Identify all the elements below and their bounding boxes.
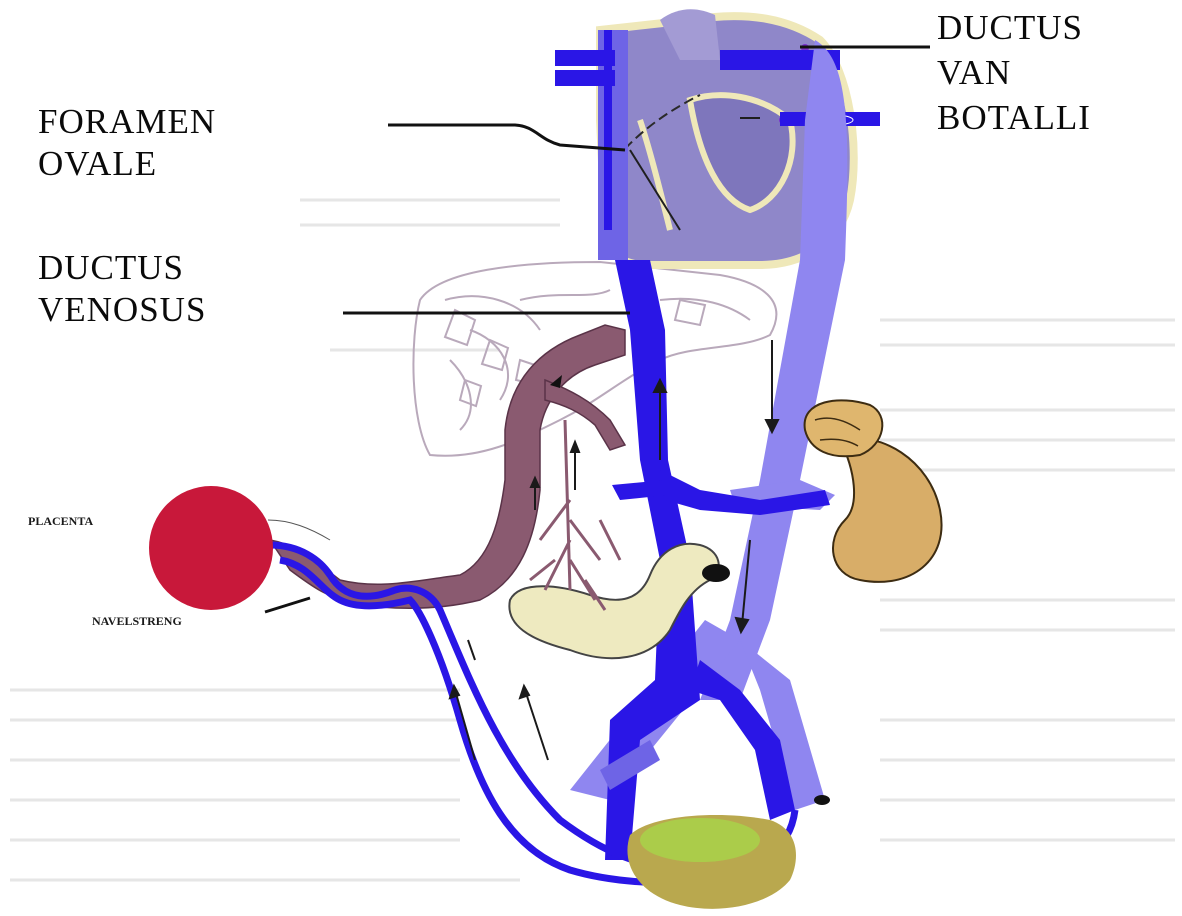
label-foramen-ovale-line2: OVALE — [38, 143, 157, 184]
label-navelstreng: NAVELSTRENG — [92, 614, 182, 629]
label-foramen-ovale-line1: FORAMEN — [38, 101, 216, 142]
label-ductus-venosus-line1: DUCTUS — [38, 247, 184, 288]
artery-end-cap — [814, 795, 830, 805]
label-ductus-botalli-line2: VAN — [937, 52, 1011, 93]
label-ductus-botalli-line1: DUCTUS — [937, 7, 1083, 48]
label-ductus-venosus-line2: VENOSUS — [38, 289, 206, 330]
placenta — [149, 486, 330, 610]
label-ductus-botalli-line3: BOTALLI — [937, 97, 1091, 138]
bladder — [627, 815, 796, 909]
label-placenta: PLACENTA — [28, 514, 93, 529]
